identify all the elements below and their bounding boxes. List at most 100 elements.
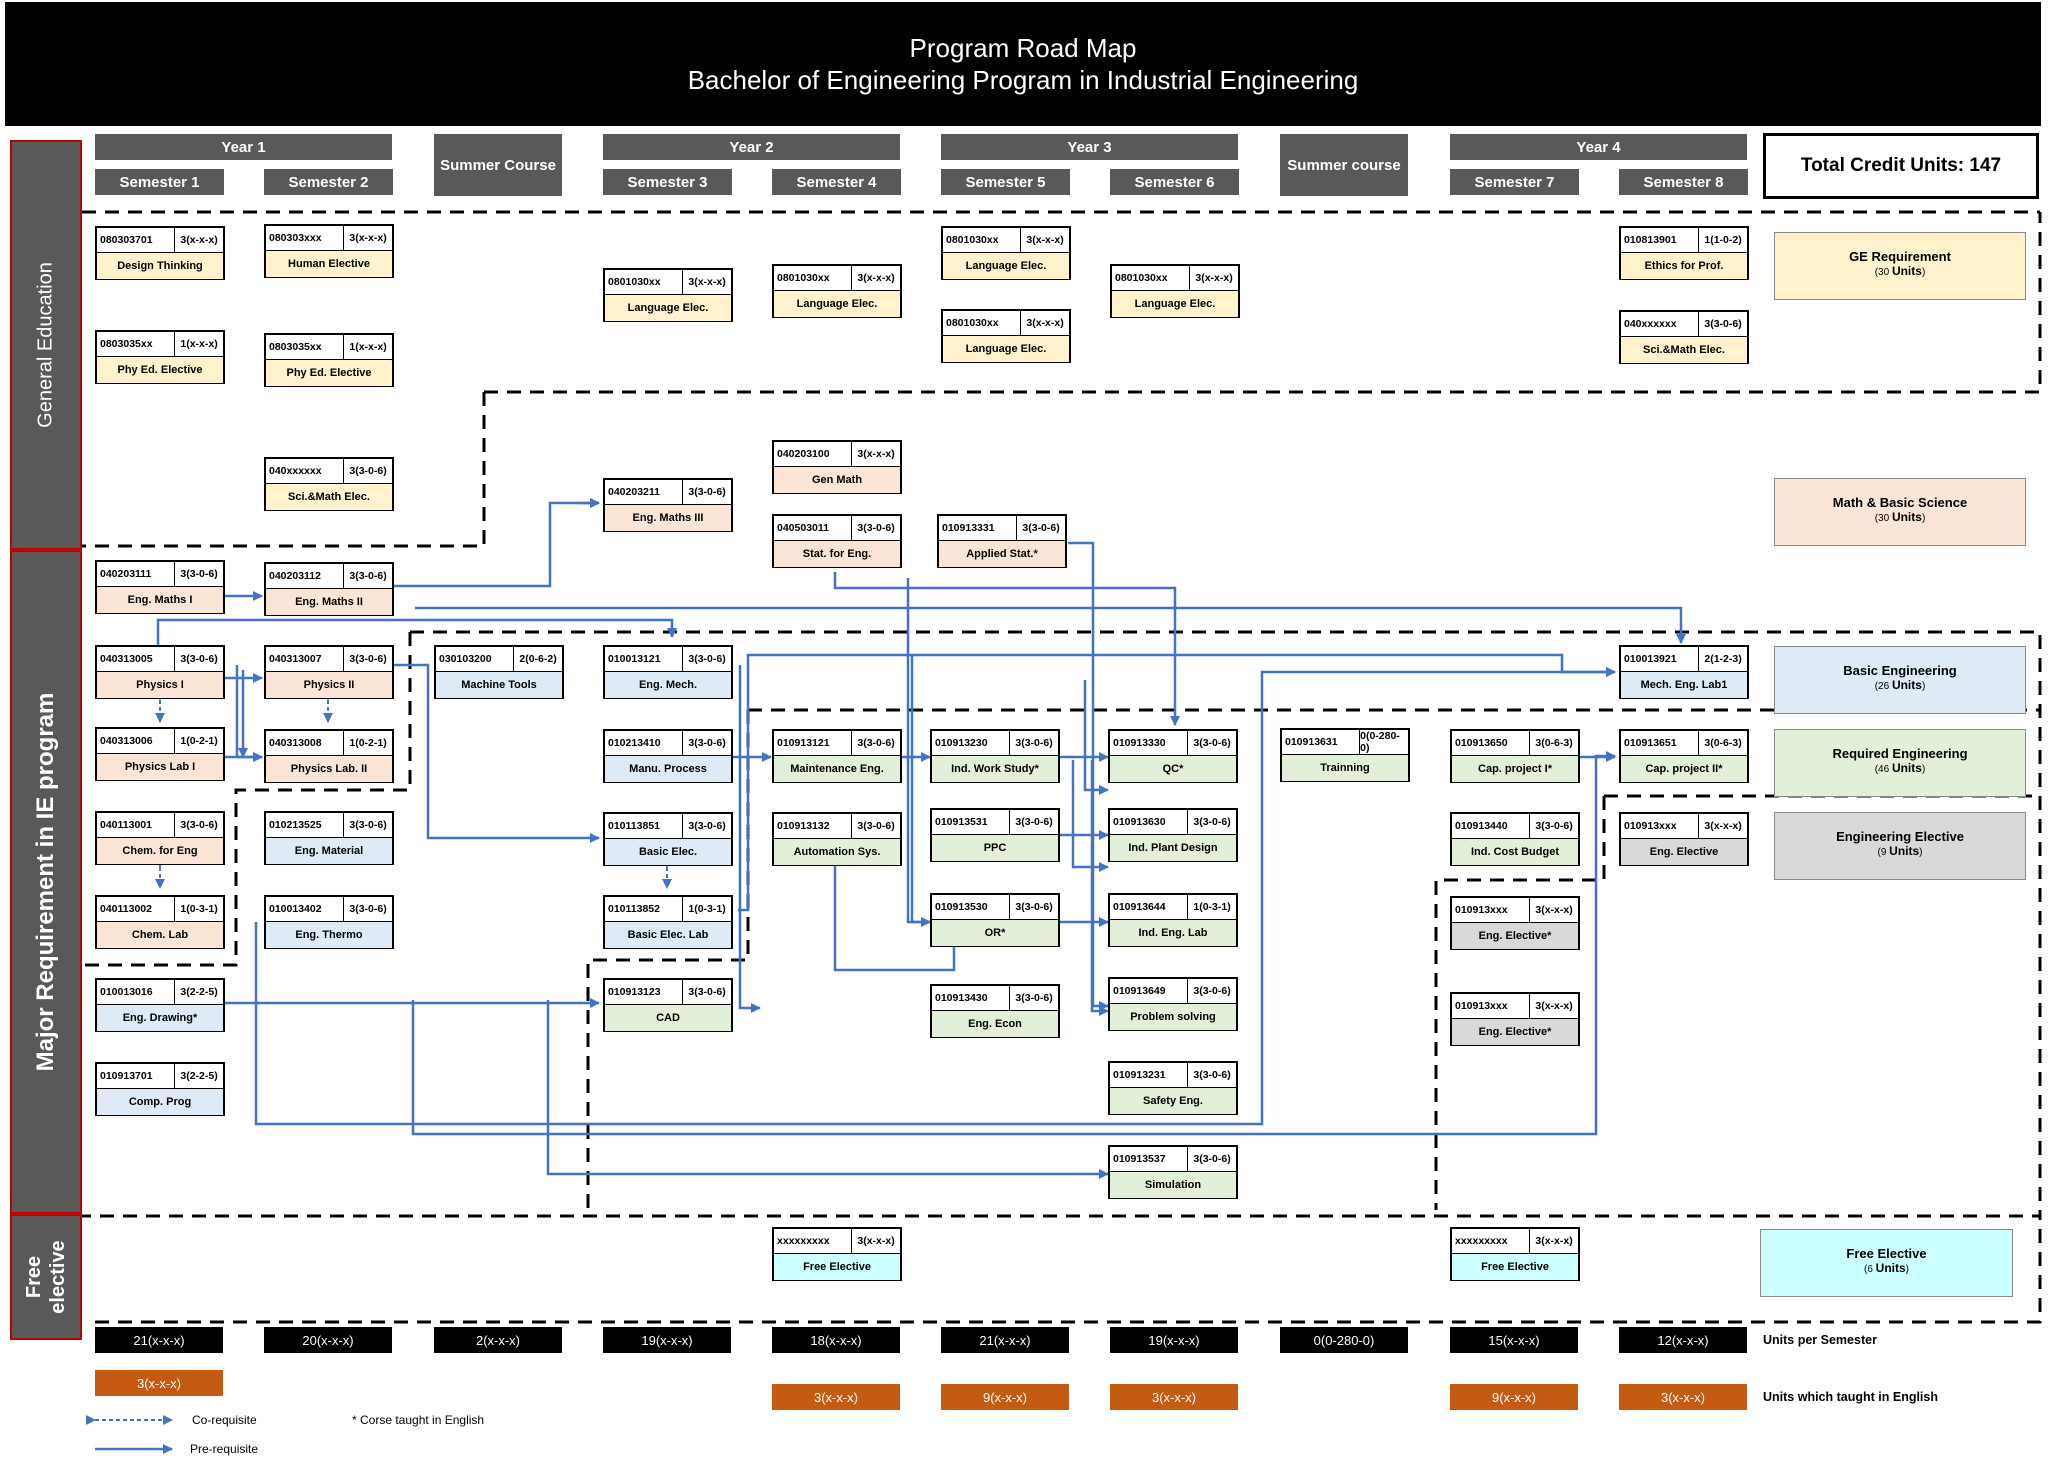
course-credit: 3(x-x-x) <box>1026 234 1064 246</box>
course-code: 040503011 <box>774 516 853 540</box>
course-credit: 1(x-x-x) <box>349 341 387 353</box>
course-name: Problem solving <box>1110 1004 1236 1030</box>
course-credit: 3(2-2-5) <box>180 1070 218 1082</box>
prereq-arrow <box>833 866 959 972</box>
course-credit: 3(3-0-6) <box>857 820 895 832</box>
course-code: 010913xxx <box>1452 994 1531 1018</box>
course-code: 040203211 <box>605 480 684 504</box>
english-units-semester-6: 3(x-x-x) <box>1110 1384 1238 1410</box>
course-credit: 3(3-0-6) <box>1704 318 1742 330</box>
course-name: Language Elec. <box>1112 291 1238 317</box>
course-credit: 3(3-0-6) <box>180 819 218 831</box>
course-credit: 3(3-0-6) <box>1015 737 1053 749</box>
course-credit: 3(x-x-x) <box>857 1235 895 1247</box>
course-code: 0803035xx <box>266 335 345 359</box>
units-semester-3: 19(x-x-x) <box>603 1327 731 1353</box>
course-credit: 3(x-x-x) <box>1704 820 1742 832</box>
course-name: Safety Eng. <box>1110 1088 1236 1114</box>
course-code: 040313008 <box>266 731 345 755</box>
year-4-header: Year 4 <box>1450 134 1747 160</box>
semester-2-header: Semester 2 <box>264 169 393 195</box>
prereq-arrow <box>1090 760 1109 1016</box>
course-name: Eng. Maths II <box>266 589 392 615</box>
course-credit: 3(3-0-6) <box>1193 816 1231 828</box>
course-name: Applied Stat.* <box>939 541 1065 567</box>
prereq-arrow <box>910 655 931 927</box>
english-units-semester-7: 9(x-x-x) <box>1450 1384 1578 1410</box>
course-credit: 3(3-0-6) <box>857 522 895 534</box>
course-credit: 3(3-0-6) <box>688 737 726 749</box>
course-name: Language Elec. <box>943 336 1069 362</box>
course-code: 040203111 <box>97 562 176 586</box>
course-code: 080303xxx <box>266 226 345 250</box>
course-code: 010913631 <box>1282 730 1361 754</box>
legend-title: Engineering Elective <box>1836 829 1964 844</box>
course-code: 040203100 <box>774 442 853 466</box>
course-name: Machine Tools <box>436 672 562 698</box>
course-credit: 3(3-0-6) <box>688 820 726 832</box>
course-code: 010913123 <box>605 980 684 1004</box>
course-code: 010913530 <box>932 895 1011 919</box>
prereq-arrow <box>738 653 1616 912</box>
units-semester-5: 21(x-x-x) <box>941 1327 1069 1353</box>
course-credit: 3(3-0-6) <box>1015 901 1053 913</box>
course-code: 010913649 <box>1110 979 1189 1003</box>
